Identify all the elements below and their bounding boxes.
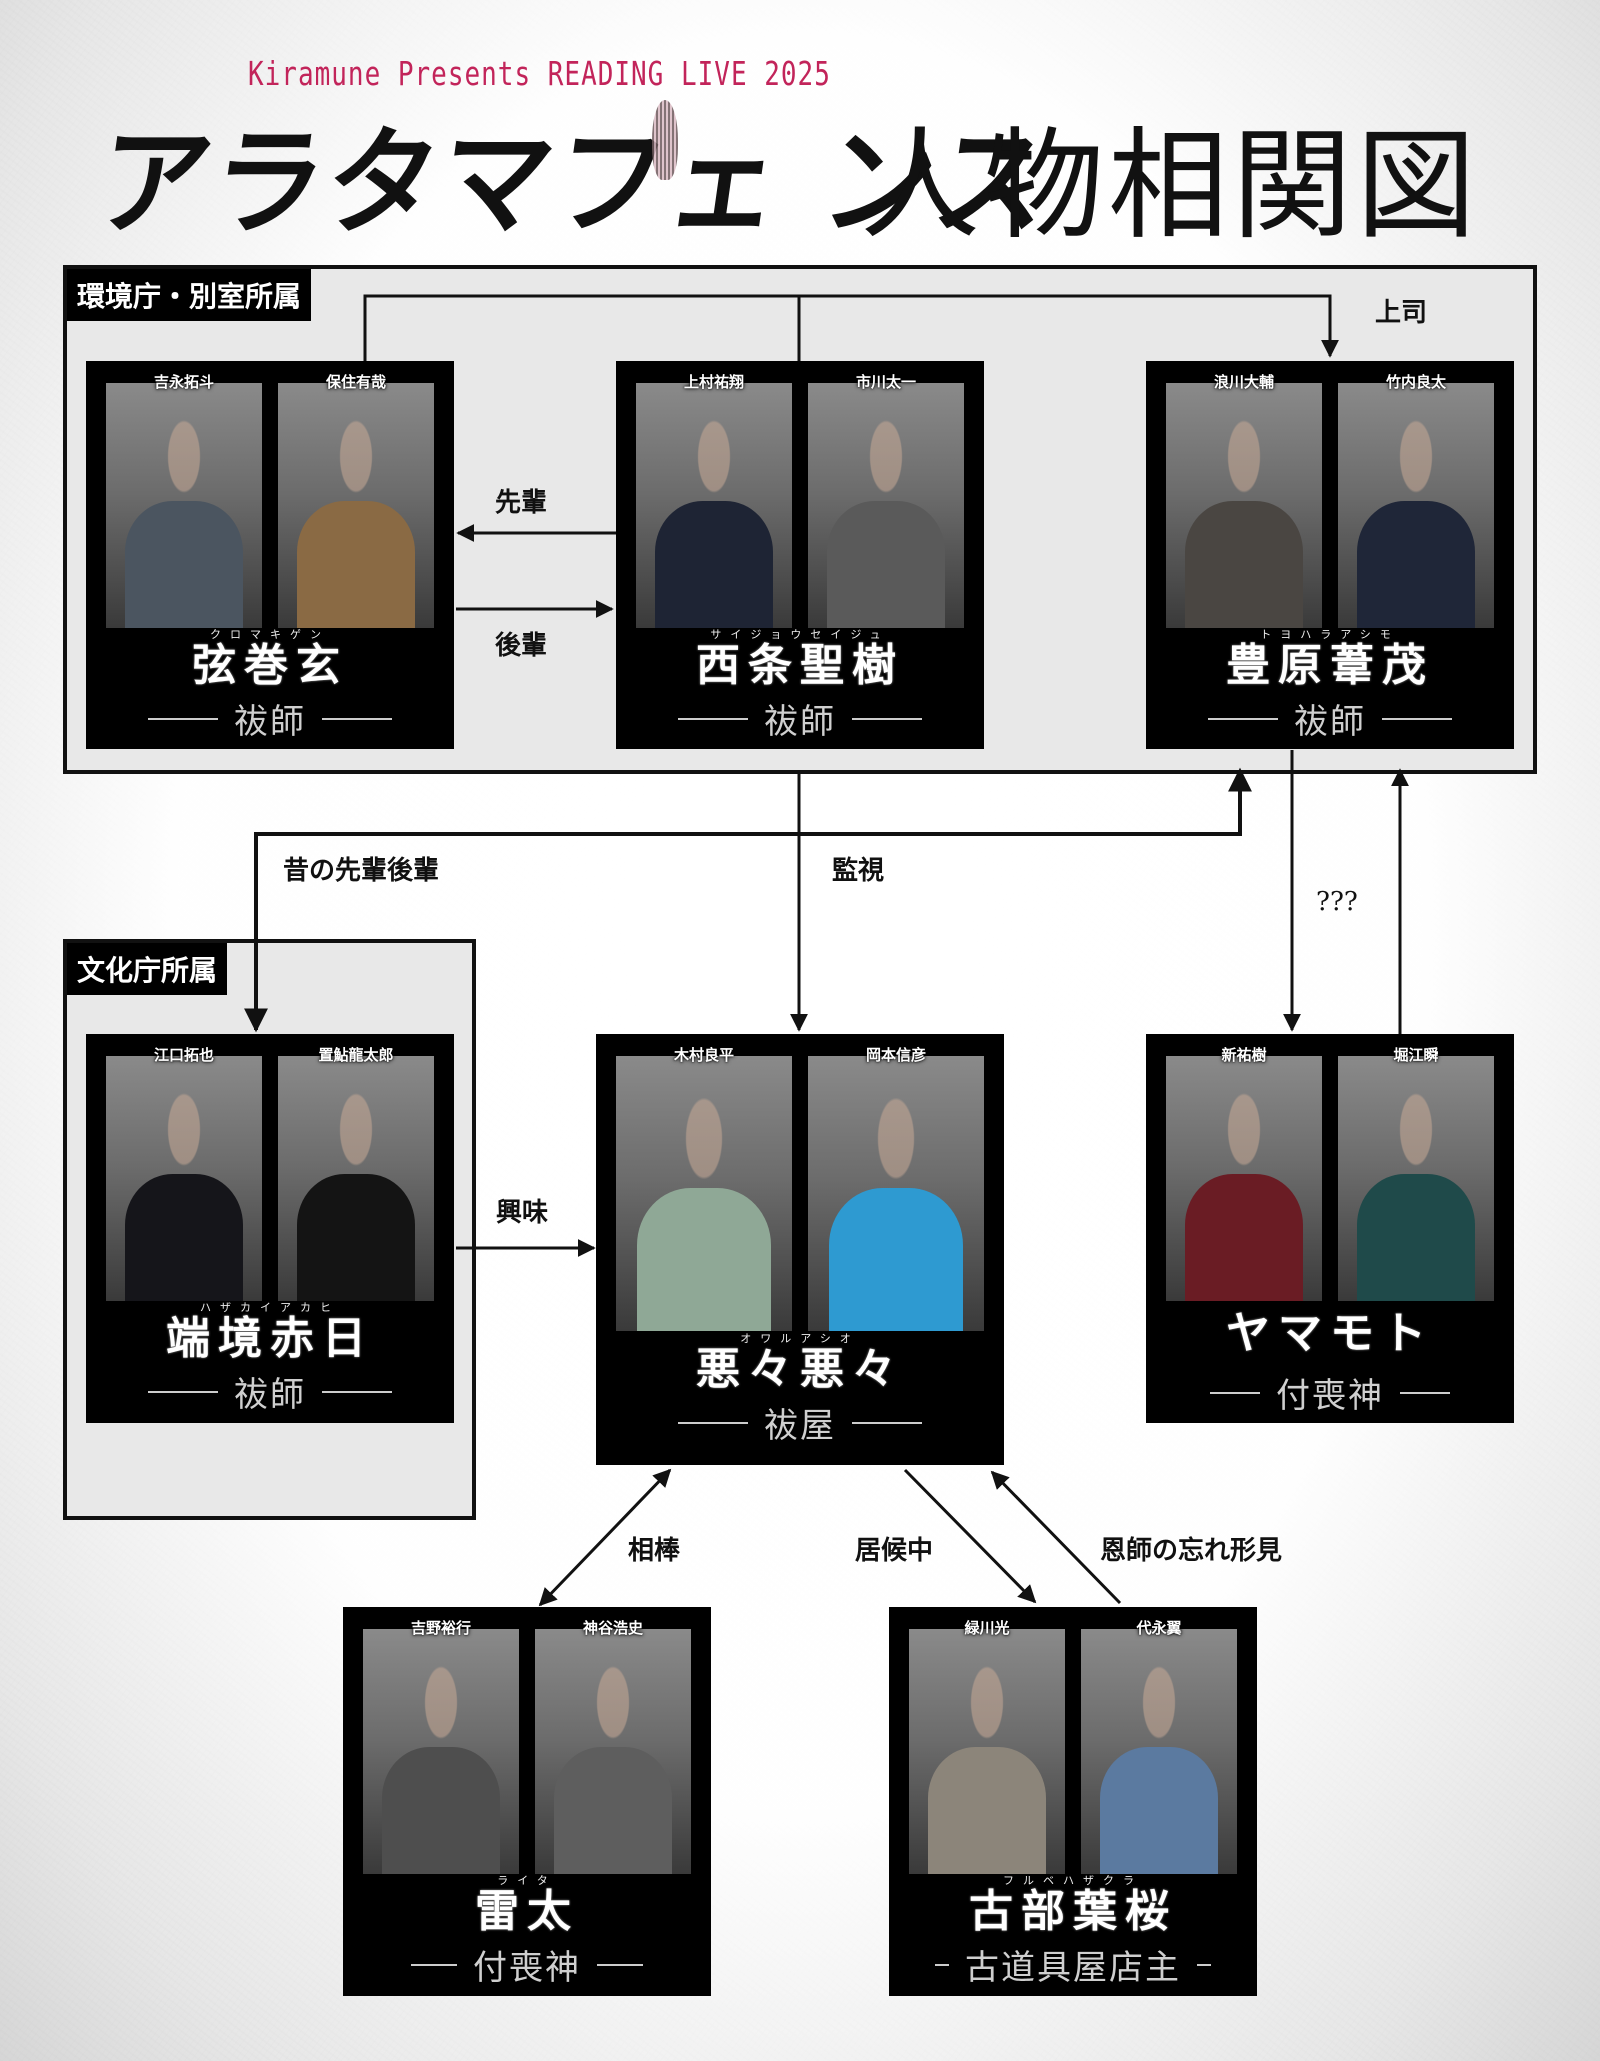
character-name: 古部葉桜 xyxy=(969,1886,1177,1937)
actor-photo: 置鮎龍太郎 xyxy=(278,1046,434,1301)
actor-name: 保住有哉 xyxy=(325,373,386,391)
character-role: 付喪神 xyxy=(473,1948,581,1988)
relation-label-kohai: 後輩 xyxy=(495,631,548,661)
character-ruby: ライタ xyxy=(497,1874,557,1887)
character-card-kuromaki[interactable]: 吉永拓斗 保住有哉 クロマキゲン 弦巻玄 祓師 xyxy=(86,361,454,749)
character-name: 豊原葦茂 xyxy=(1226,640,1434,691)
actor-name: 上村祐翔 xyxy=(683,373,744,391)
character-card-owaru[interactable]: 木村良平 岡本信彦 オワルアシオ 悪々悪々 祓屋 xyxy=(596,1034,1004,1465)
actor-photo: 江口拓也 xyxy=(106,1046,262,1301)
event-subtitle: Kiramune Presents READING LIVE 2025 xyxy=(248,56,831,94)
relation-label-kanshi: 監視 xyxy=(832,856,885,886)
actor-photo: 堀江瞬 xyxy=(1338,1046,1494,1301)
character-card-hazakai[interactable]: 江口拓也 置鮎龍太郎 ハザカイアカヒ 端境赤日 祓師 xyxy=(86,1034,454,1423)
actor-name: 岡本信彦 xyxy=(865,1046,926,1064)
character-name: 雷太 xyxy=(475,1886,579,1937)
actor-name: 浪川大輔 xyxy=(1213,373,1274,391)
character-role: 祓師 xyxy=(764,702,836,742)
character-role: 祓師 xyxy=(1294,702,1366,742)
actor-name: 吉野裕行 xyxy=(410,1619,471,1637)
actor-photo: 市川太一 xyxy=(808,373,964,628)
character-role: 付喪神 xyxy=(1276,1376,1384,1416)
character-ruby: トヨハラアシモ xyxy=(1260,628,1400,641)
relation-label-senpai: 先輩 xyxy=(495,488,548,518)
actor-photo: 新祐樹 xyxy=(1166,1046,1322,1301)
link-onshi xyxy=(990,1470,1122,1605)
actor-name: 代永翼 xyxy=(1136,1619,1182,1637)
actor-photo: 保住有哉 xyxy=(278,373,434,628)
actor-photo: 上村祐翔 xyxy=(636,373,792,628)
actor-photo: 神谷浩史 xyxy=(535,1619,691,1874)
character-name: 西条聖樹 xyxy=(696,640,904,691)
actor-name: 神谷浩史 xyxy=(582,1619,643,1637)
character-role: 祓師 xyxy=(234,702,306,742)
actor-name: 置鮎龍太郎 xyxy=(318,1046,394,1064)
character-role: 古道具屋店主 xyxy=(965,1948,1181,1988)
actor-photo: 浪川大輔 xyxy=(1166,373,1322,628)
actor-photo: 木村良平 xyxy=(616,1046,792,1331)
diagram-title: 人物相関図 xyxy=(860,117,1480,256)
relation-label-isoro: 居候中 xyxy=(855,1536,934,1566)
actor-photo: 緑川光 xyxy=(909,1619,1065,1874)
character-ruby: ハザカイアカヒ xyxy=(200,1301,340,1314)
character-card-raita[interactable]: 吉野裕行 神谷浩史 ライタ 雷太 付喪神 xyxy=(343,1607,711,1996)
actor-name: 堀江瞬 xyxy=(1393,1046,1439,1064)
link-joshi xyxy=(363,294,1339,361)
relation-label-qqq: ??? xyxy=(1316,887,1358,917)
character-role: 祓屋 xyxy=(764,1406,836,1446)
relation-label-onshi: 恩師の忘れ形見 xyxy=(1100,1536,1283,1566)
link-aibo xyxy=(538,1468,672,1607)
actor-name: 竹内良太 xyxy=(1385,373,1446,391)
actor-name: 吉永拓斗 xyxy=(153,373,214,391)
character-card-yamamoto[interactable]: 新祐樹 堀江瞬 ヤマモト 付喪神 xyxy=(1146,1034,1514,1423)
actor-name: 市川太一 xyxy=(855,373,916,391)
relation-label-aibo: 相棒 xyxy=(628,1536,681,1566)
link-mukashi xyxy=(244,767,1252,1033)
title-spirit-mark-icon xyxy=(652,100,678,180)
character-ruby: クロマキゲン xyxy=(210,628,330,641)
character-ruby: オワルアシオ xyxy=(740,1332,860,1345)
character-ruby: サイジョウセイジュ xyxy=(710,628,890,641)
actor-name: 木村良平 xyxy=(673,1046,734,1064)
actor-name: 新祐樹 xyxy=(1221,1046,1267,1064)
relation-label-mukashi: 昔の先輩後輩 xyxy=(283,856,440,886)
group-label-environment: 環境庁・別室所属 xyxy=(67,269,312,321)
group-label-culture: 文化庁所属 xyxy=(67,943,228,995)
character-ruby: フルベハザクラ xyxy=(1003,1874,1143,1887)
actor-photo: 竹内良太 xyxy=(1338,373,1494,628)
actor-photo: 吉野裕行 xyxy=(363,1619,519,1874)
actor-name: 江口拓也 xyxy=(153,1046,214,1064)
actor-photo: 岡本信彦 xyxy=(808,1046,984,1331)
actor-photo: 代永翼 xyxy=(1081,1619,1237,1874)
actor-name: 緑川光 xyxy=(964,1619,1010,1637)
character-name: 悪々悪々 xyxy=(696,1344,904,1395)
relation-label-kyomi: 興味 xyxy=(496,1198,549,1228)
character-card-toyohara[interactable]: 浪川大輔 竹内良太 トヨハラアシモ 豊原葦茂 祓師 xyxy=(1146,361,1514,749)
character-name: ヤマモト xyxy=(1226,1308,1434,1359)
character-role: 祓師 xyxy=(234,1375,306,1415)
character-card-saijo[interactable]: 上村祐翔 市川太一 サイジョウセイジュ 西条聖樹 祓師 xyxy=(616,361,984,749)
character-name: 端境赤日 xyxy=(166,1313,374,1364)
character-name: 弦巻玄 xyxy=(192,640,348,691)
character-card-furube[interactable]: 緑川光 代永翼 フルベハザクラ 古部葉桜 古道具屋店主 xyxy=(889,1607,1257,1996)
link-isoro xyxy=(903,1468,1037,1604)
actor-photo: 吉永拓斗 xyxy=(106,373,262,628)
relation-label-joshi: 上司 xyxy=(1375,298,1428,328)
